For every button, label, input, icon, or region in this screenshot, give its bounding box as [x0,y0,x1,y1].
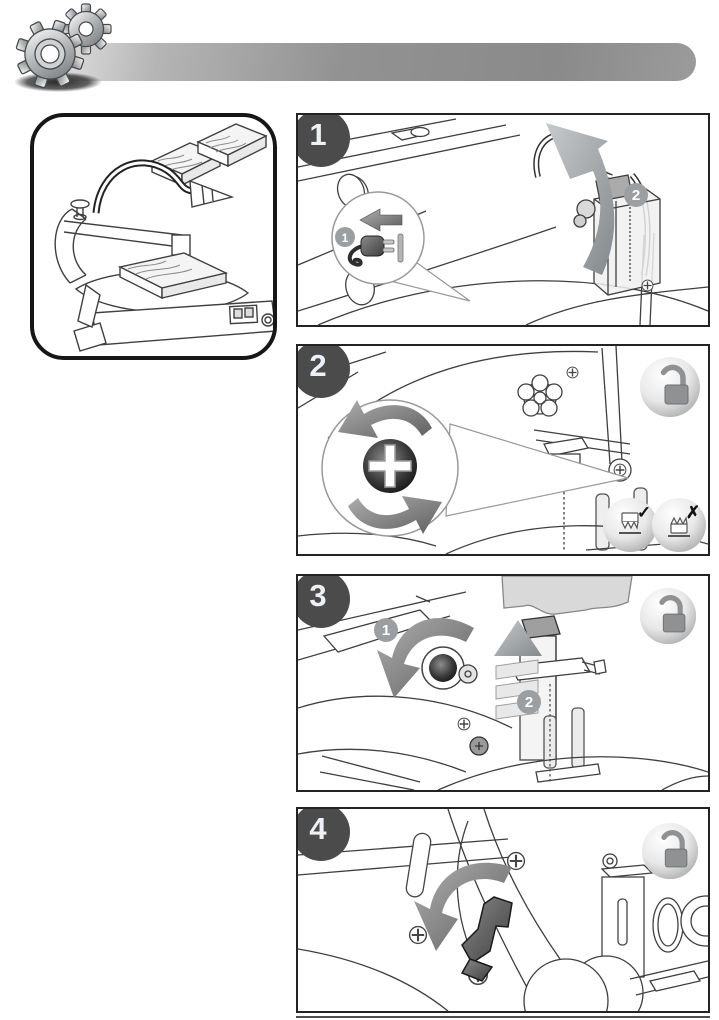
machine-line-art [54,199,273,352]
sub-badge-1: 1 [335,227,355,247]
clamp-knob-icon [429,654,457,682]
step-panel-2: 2 [296,344,710,556]
rotate-tension-screw-icon [321,399,629,537]
step-number-badge: 1 [298,115,350,167]
lift-guard-arrow-icon [546,123,615,275]
step-panel-1: 1 [296,113,710,327]
screw-icon [641,279,654,292]
svg-text:✗: ✗ [686,503,700,522]
padlock-unlocked-icon [642,823,698,879]
step-number-badge: 4 [298,809,350,861]
padlock-unlocked-icon [640,588,696,644]
left-arrow-icon [359,208,403,232]
machine-line-art [298,809,708,1011]
svg-text:2: 2 [632,187,640,204]
overview-panel [30,113,277,360]
header-banner [54,43,696,81]
svg-text:1: 1 [342,231,349,245]
rotate-tension-lever-arrow-icon [414,862,512,951]
screw-icon [408,925,428,945]
power-plug-icon [347,233,404,267]
svg-text:2: 2 [525,694,533,711]
step-number-badge: 2 [298,346,350,398]
tension-lever-icon [460,896,513,982]
footer-rule [296,1016,710,1018]
gears-icon [14,3,112,92]
step-panel-3: 3 [296,574,710,792]
rotate-cw-arrow-icon [348,496,442,534]
scroll-saw-illustration [54,123,273,352]
screw-icon [457,717,471,731]
workpieces-icon [150,123,268,187]
rotate-clamp-knob-arrow-icon [377,617,474,698]
plus-screw-icon [368,444,412,488]
sub-badge-1: 1 [374,618,398,642]
screw-icon [566,366,579,379]
large-gear-icon [15,19,85,89]
blower-hose-icon [92,159,235,214]
step-panel-4: 4 [296,807,710,1013]
rotate-ccw-arrow-icon [338,400,432,438]
svg-text:1: 1 [382,622,390,639]
padlock-unlocked-icon [640,357,700,417]
unplug-power-callout-icon: 1 [331,191,471,302]
sub-badge-2: 2 [624,183,648,207]
sub-badge-2: 2 [517,690,541,714]
blade-teeth-up-wrong-icon: ✗ [652,498,706,552]
blade-teeth-down-ok-icon: ✓ [603,498,657,552]
step-number-badge: 3 [298,576,350,628]
svg-text:✓: ✓ [637,503,651,522]
